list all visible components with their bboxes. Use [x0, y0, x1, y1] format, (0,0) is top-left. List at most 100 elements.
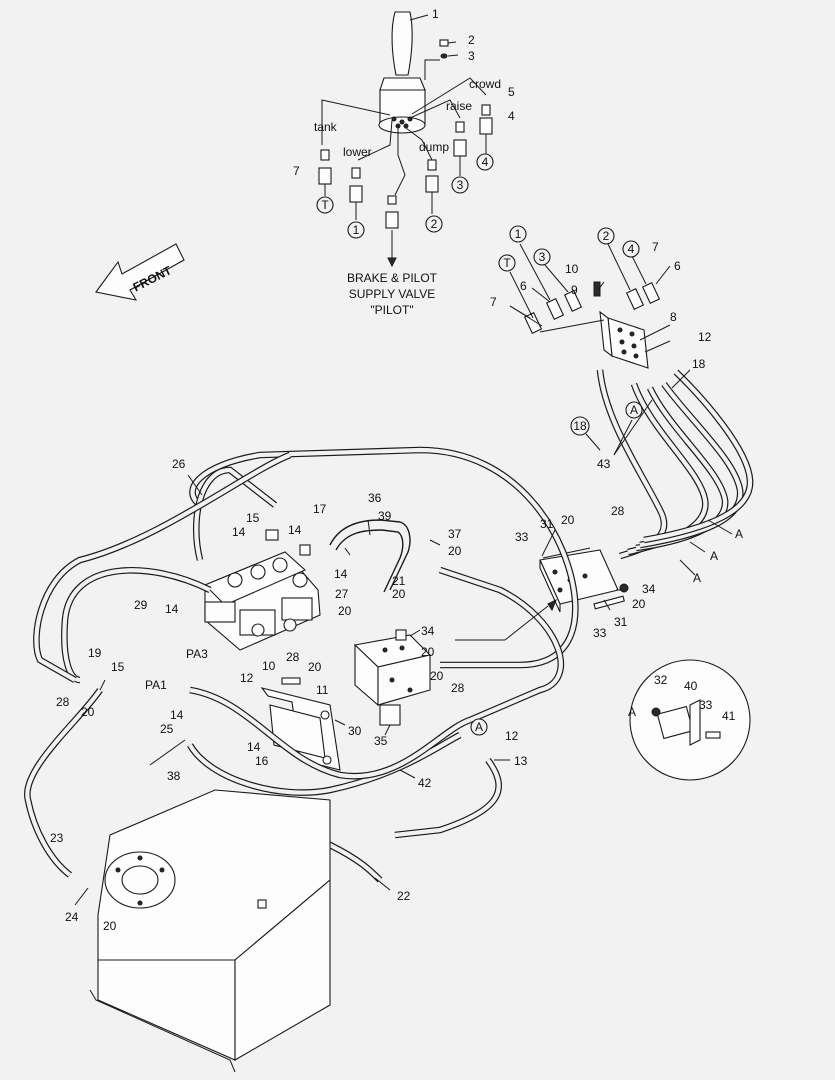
callout-20-b: 20: [392, 587, 406, 601]
callout-5: 5: [508, 85, 515, 99]
raise-label: raise: [446, 99, 472, 113]
callout-29: 29: [134, 598, 148, 612]
callout-37: 37: [448, 527, 462, 541]
callout-18: 18: [692, 357, 706, 371]
callout-14-b: 14: [288, 523, 302, 537]
callout-a-3: A: [693, 571, 701, 585]
front-arrow: FRONT: [95, 243, 185, 301]
callout-25: 25: [160, 722, 174, 736]
callout-22: 22: [397, 889, 411, 903]
callout-20-g: 20: [430, 669, 444, 683]
callout-20-f: 20: [81, 705, 95, 719]
callout-26: 26: [172, 457, 186, 471]
callout-20-i: 20: [561, 513, 575, 527]
callout-12-top: 12: [698, 330, 712, 344]
detail-letter: A: [628, 705, 636, 719]
circled-18: 18: [573, 419, 587, 433]
callout-27: 27: [335, 587, 349, 601]
callout-3: 3: [468, 49, 475, 63]
callout-28-c: 28: [451, 681, 465, 695]
callout-43: 43: [597, 457, 611, 471]
callout-28-b: 28: [56, 695, 70, 709]
callout-19: 19: [88, 646, 102, 660]
callout-28-a: 28: [286, 650, 300, 664]
callout-28-d: 28: [611, 504, 625, 518]
callout-38: 38: [167, 769, 181, 783]
circled-t-right: T: [503, 256, 511, 270]
callout-34-right: 34: [642, 582, 656, 596]
callout-31-b: 31: [614, 615, 628, 629]
pilot-manifold-block: [599, 310, 649, 369]
circled-4-top: 4: [482, 155, 489, 169]
callout-20-a: 20: [448, 544, 462, 558]
circled-3-top: 3: [457, 178, 464, 192]
callout-41: 41: [722, 709, 736, 723]
callout-20-d: 20: [421, 645, 435, 659]
callout-35: 35: [374, 734, 388, 748]
callout-14-f: 14: [247, 740, 261, 754]
lower-label: lower: [343, 145, 372, 159]
callout-23: 23: [50, 831, 64, 845]
bolt-2-3: [424, 39, 459, 80]
pilot-hose-bundle: [596, 369, 754, 560]
dump-label: dump: [419, 140, 449, 154]
callout-20-h: 20: [103, 919, 117, 933]
callout-16: 16: [255, 754, 269, 768]
callout-39: 39: [378, 509, 392, 523]
callout-31-a: 31: [540, 517, 554, 531]
callout-12-mid: 12: [240, 671, 254, 685]
callout-36: 36: [368, 491, 382, 505]
callout-33-b: 33: [593, 626, 607, 640]
callout-34-mid: 34: [421, 624, 435, 638]
callout-7-top: 7: [293, 164, 300, 178]
callout-20-j: 20: [632, 597, 646, 611]
callout-20-c: 20: [338, 604, 352, 618]
circled-a-lower: A: [475, 720, 483, 734]
callout-4: 4: [508, 109, 515, 123]
callout-17: 17: [313, 502, 327, 516]
circled-4-right: 4: [628, 242, 635, 256]
callout-10-mid: 10: [262, 659, 276, 673]
pa3-label: PA3: [186, 647, 208, 661]
callout-15-bottom: 15: [111, 660, 125, 674]
pa1-label: PA1: [145, 678, 167, 692]
detail-view-a: [629, 659, 751, 781]
callout-15-top: 15: [246, 511, 260, 525]
callout-1: 1: [432, 7, 439, 21]
callout-7-left: 7: [490, 295, 497, 309]
main-control-valve: [204, 529, 321, 651]
circled-1-top: 1: [353, 223, 360, 237]
joystick-fittings: [318, 104, 493, 229]
callout-10: 10: [565, 262, 579, 276]
callout-42: 42: [418, 776, 432, 790]
callout-6-left: 6: [520, 279, 527, 293]
tank-label: tank: [314, 120, 338, 134]
callout-6-right: 6: [674, 259, 681, 273]
callout-14-a: 14: [232, 525, 246, 539]
circled-1-right: 1: [515, 227, 522, 241]
callout-11: 11: [316, 683, 329, 697]
circled-3-right: 3: [539, 250, 546, 264]
circled-2-top: 2: [431, 217, 438, 231]
brake-valve-35: [353, 629, 432, 726]
callout-14-e: 14: [170, 708, 184, 722]
pilot-valve-block-31: [539, 547, 629, 613]
callout-numbers: 1 2 3 5 4 7 10 9 6 7 7 6 8 12 18 43 26 3…: [50, 7, 743, 933]
pilot-caption-line-1: BRAKE & PILOT: [347, 271, 438, 285]
callout-a-2: A: [710, 549, 718, 563]
callout-12-low: 12: [505, 729, 519, 743]
callout-24: 24: [65, 910, 79, 924]
callout-a-1: A: [735, 527, 743, 541]
pilot-caption-line-2: SUPPLY VALVE: [349, 287, 436, 301]
pilot-caption-line-3: "PILOT": [370, 303, 413, 317]
circled-t-top: T: [321, 198, 329, 212]
callout-20-e: 20: [308, 660, 322, 674]
callout-13: 13: [514, 754, 528, 768]
callout-32: 32: [654, 673, 668, 687]
callout-33-c: 33: [699, 698, 713, 712]
callout-40: 40: [684, 679, 698, 693]
callout-14-c: 14: [334, 567, 348, 581]
callout-2: 2: [468, 33, 475, 47]
callout-9: 9: [571, 283, 578, 297]
